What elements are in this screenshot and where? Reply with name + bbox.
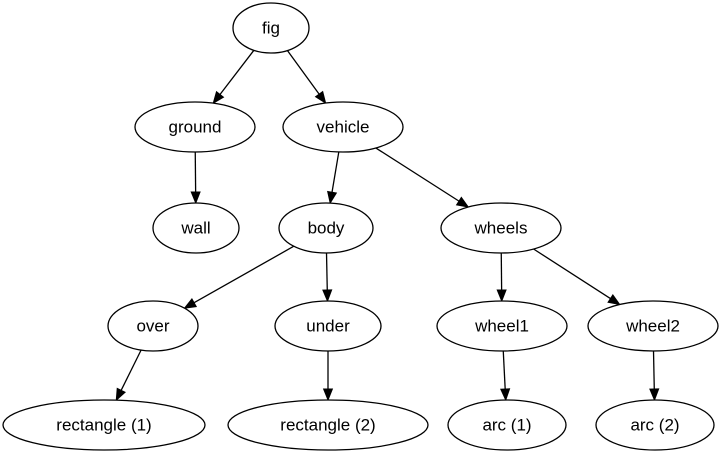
node-ellipse-rectangle1 <box>2 399 206 451</box>
edge-line-wheels-wheel2 <box>533 248 611 300</box>
edge-line-fig-ground <box>219 49 255 95</box>
edge-line-body-under <box>325 252 328 291</box>
edge-arrowhead-body-under <box>322 289 333 303</box>
node-under[interactable]: under <box>274 300 382 352</box>
node-wheels[interactable]: wheels <box>440 202 562 254</box>
edge-arrowhead-ground-wall <box>190 191 201 205</box>
node-ellipse-fig <box>232 2 310 54</box>
edge-arrowhead-vehicle-wheels <box>455 196 470 208</box>
node-wall[interactable]: wall <box>152 202 240 254</box>
edge-arrowhead-vehicle-body <box>327 190 338 205</box>
node-ellipse-wheels <box>440 202 562 254</box>
node-body[interactable]: body <box>278 202 374 254</box>
node-ellipse-body <box>278 202 374 254</box>
edge-arrowhead-wheels-wheel2 <box>607 293 621 306</box>
node-rectangle1[interactable]: rectangle (1) <box>2 399 206 451</box>
edge-arrowhead-fig-vehicle <box>314 90 327 105</box>
edge-arrowhead-under-rectangle2 <box>322 388 334 402</box>
node-ellipse-wall <box>152 202 240 254</box>
node-ellipse-under <box>274 300 382 352</box>
node-ellipse-rectangle2 <box>227 399 429 451</box>
node-ellipse-ground <box>134 101 256 153</box>
node-fig[interactable]: fig <box>232 2 310 54</box>
node-ellipse-over <box>107 300 199 352</box>
node-over[interactable]: over <box>107 300 199 352</box>
node-ellipse-wheel1 <box>436 300 568 352</box>
edge-line-wheel1-arc1 <box>502 350 506 390</box>
edge-arrowhead-fig-ground <box>212 90 225 105</box>
edge-arrowhead-wheel1-arc1 <box>500 388 511 402</box>
node-arc2[interactable]: arc (2) <box>595 399 715 451</box>
edge-line-wheel2-arc2 <box>652 350 655 390</box>
node-ellipse-arc2 <box>595 399 715 451</box>
edge-line-fig-vehicle <box>286 50 320 95</box>
edge-arrowhead-wheels-wheel1 <box>496 289 507 303</box>
edge-arrowhead-wheel2-arc2 <box>649 388 660 402</box>
node-ellipse-arc1 <box>447 399 567 451</box>
edge-line-vehicle-body <box>331 151 340 193</box>
node-wheel1[interactable]: wheel1 <box>436 300 568 352</box>
node-ellipse-vehicle <box>282 101 404 153</box>
edge-line-body-over <box>193 245 295 304</box>
edges-layer <box>115 49 660 402</box>
edge-line-vehicle-wheels <box>375 147 460 202</box>
node-ground[interactable]: ground <box>134 101 256 153</box>
node-ellipse-wheel2 <box>587 300 719 352</box>
node-wheel2[interactable]: wheel2 <box>587 300 719 352</box>
edge-line-over-rectangle1 <box>120 349 142 391</box>
node-arc1[interactable]: arc (1) <box>447 399 567 451</box>
edge-arrowhead-over-rectangle1 <box>115 387 126 402</box>
nodes-layer: fig ground vehicle wall body wheels over under w… <box>2 2 719 451</box>
node-vehicle[interactable]: vehicle <box>282 101 404 153</box>
node-rectangle2[interactable]: rectangle (2) <box>227 399 429 451</box>
edge-arrowhead-body-over <box>183 298 198 309</box>
